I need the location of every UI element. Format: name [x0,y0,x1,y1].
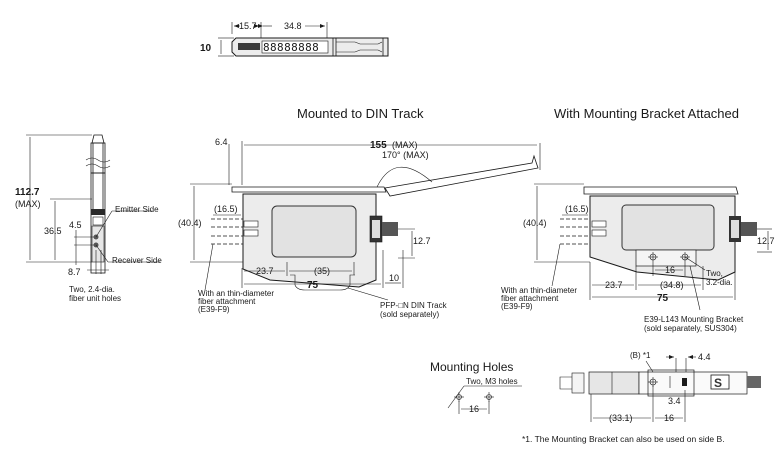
dim-16-bottom: 16 [664,413,674,423]
bracket-note-2: (sold separately, SUS304) [644,324,737,333]
side-view: 112.7 (MAX) 36.5 4.5 8.7 Emitter Side Re… [15,134,162,303]
bracket-fiber-note-1: With an thin-diameter [501,286,577,295]
emitter-side-label: Emitter Side [115,205,159,214]
mounting-holes-note: Two, M3 holes [466,377,518,386]
dim-36-5: 36.5 [44,226,62,236]
dim-12-7: 12.7 [413,236,431,246]
display-panel [271,205,357,258]
mounting-holes-dim-16: 16 [469,404,479,414]
mounting-bracket [635,249,697,267]
bottom-view: S (B) *1 4.4 3.4 (33.1) 16 [559,351,761,423]
fiber-holes-note-1: Two, 2.4-dia. [69,285,115,294]
dim-6-4: 6.4 [215,137,228,147]
dim-4-4: 4.4 [698,352,711,362]
footnote: *1. The Mounting Bracket can also be use… [522,434,725,444]
dim-10-height: 10 [200,43,212,54]
dim-155-note: (MAX) [392,140,418,150]
bracket-view-title: With Mounting Bracket Attached [554,106,739,121]
bracket-fiber-note-2: fiber attachment [501,294,559,303]
dim-34-8-bracket: (34.8) [660,280,684,290]
mounting-holes-view: Mounting Holes Two, M3 holes 16 [430,360,522,414]
dim-34-8: 34.8 [284,21,302,31]
fiber-note-2: fiber attachment [198,297,256,306]
receiver-side-label: Receiver Side [112,256,162,265]
din-view-title: Mounted to DIN Track [297,106,424,121]
dim-155: 155 [370,140,387,151]
dim-33-1: (33.1) [609,413,633,423]
bracket-fiber-note-3: (E39-F9) [501,302,533,311]
dim-16-bracket: 16 [665,265,675,275]
dim-112-7: 112.7 [15,187,40,198]
din-track-view: Mounted to DIN Track 6.4 155 (MAX) 170° … [178,106,541,319]
mounting-holes-title: Mounting Holes [430,360,513,374]
dim-10: 10 [389,273,399,283]
dim-8-7: 8.7 [68,267,81,277]
bracket-holes-note-2: 3.2-dia. [706,278,733,287]
dim-12-7-bracket: 12.7 [757,236,775,246]
top-view: 15.7 34.8 88888888 10 [200,21,389,57]
dim-40-4: (40.4) [178,218,202,228]
connector-plug [382,222,398,236]
svg-text:S: S [714,376,722,390]
dim-15-7: 15.7 [239,21,257,31]
angle-170: 170° (MAX) [382,150,429,160]
bracket-view: With Mounting Bracket Attached (16.5) (4… [501,106,775,333]
dim-35: (35) [314,266,330,276]
din-track-note-1: PFP-□N DIN Track [380,301,448,310]
dim-23-7-bracket: 23.7 [605,280,623,290]
side-b-label: (B) *1 [630,351,651,360]
dim-75: 75 [307,280,319,291]
fiber-note-3: (E39-F9) [198,305,230,314]
din-track-note-2: (sold separately) [380,310,439,319]
svg-text:88888888: 88888888 [263,41,319,54]
dim-23-7: 23.7 [256,266,274,276]
dim-16-5-bracket: (16.5) [565,204,589,214]
bracket-note-1: E39-L143 Mounting Bracket [644,315,744,324]
dim-112-7-note: (MAX) [15,199,41,209]
dim-16-5: (16.5) [214,204,238,214]
dim-4-5: 4.5 [69,220,82,230]
dim-40-4-bracket: (40.4) [523,218,547,228]
seven-segment-display: 88888888 [261,40,329,54]
fiber-note-1: With an thin-diameter [198,289,274,298]
dim-3-4: 3.4 [668,396,681,406]
bracket-holes-note-1: Two, [706,269,723,278]
fiber-holes-note-2: fiber unit holes [69,294,121,303]
omron-logo-plate [238,43,260,50]
dim-75-bracket: 75 [657,293,669,304]
